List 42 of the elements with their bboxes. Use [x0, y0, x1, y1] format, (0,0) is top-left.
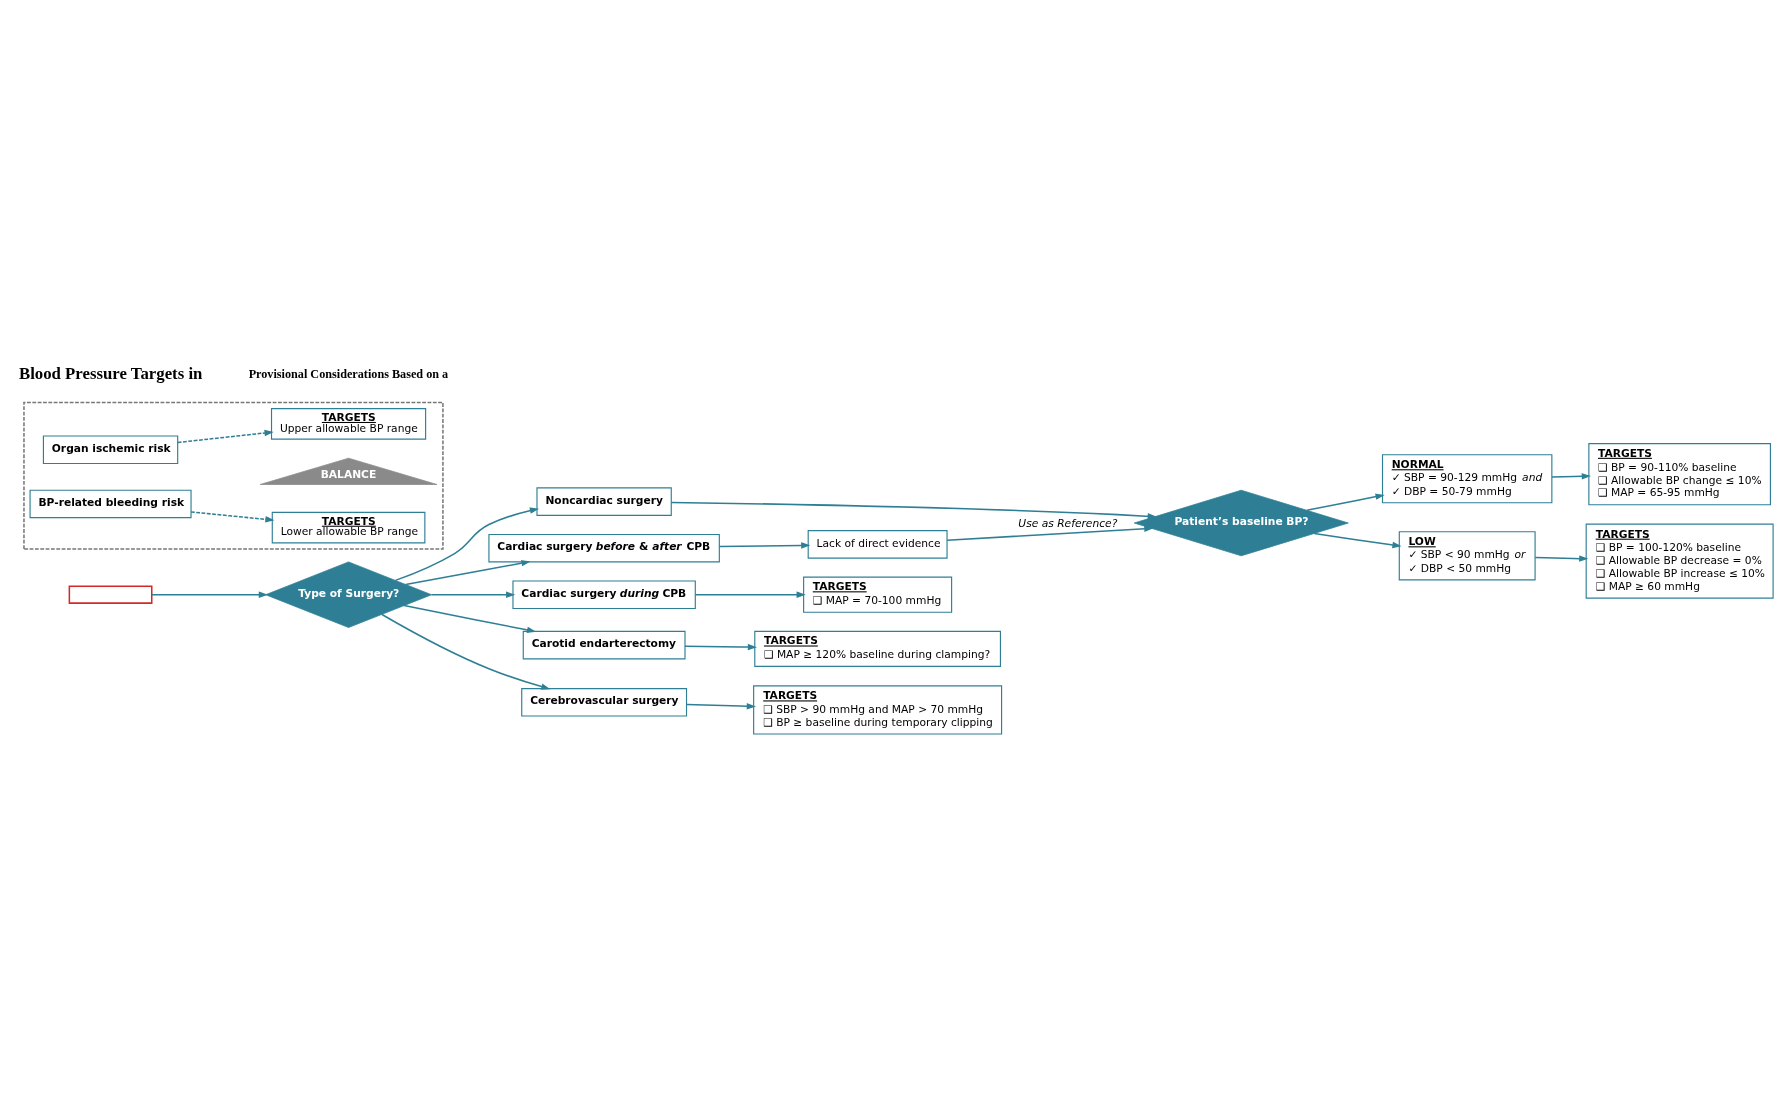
node-box: Noncardiac surgery [536, 486, 672, 516]
arrow [684, 643, 757, 650]
edge-label: Use as Reference? [1018, 516, 1118, 530]
arrow [686, 702, 756, 709]
arrow [694, 591, 806, 598]
node-box: TARGETS ❑ SBP > 90 mmHg and MAP > 70 mmHg ❑ BP ≥ baseline during temporary clipping [753, 684, 1003, 735]
node-box: LOW ✓ SBP < 90 mmHg or ✓ DBP < 50 mmHg [1398, 530, 1536, 580]
node-box: Lack of direct evidence [807, 529, 948, 559]
arrow [177, 429, 274, 443]
arrow [381, 613, 551, 690]
node-box: BP-related bleeding risk [29, 489, 192, 518]
cluster [23, 401, 444, 550]
node-box: Cerebrovascular surgery [521, 687, 688, 717]
node-box: TARGETS ❑ MAP = 70-100 mmHg [803, 576, 953, 613]
node-box: TARGETS ❑ MAP ≥ 120% baseline during clamping? [754, 630, 1001, 667]
node-box: Cardiac surgery during CPB [512, 579, 696, 609]
arrow [394, 506, 540, 581]
arrow [430, 591, 516, 598]
label: Blood Pressure Targets in [19, 363, 203, 383]
node-box: Organ ischemic risk [42, 435, 179, 464]
arrow [404, 559, 531, 585]
node-diamond: Type of Surgery? [265, 561, 432, 628]
node-box: TARGETS Upper allowable BP range [270, 407, 427, 440]
arrow [1313, 532, 1402, 548]
arrow [190, 510, 275, 523]
arrow [151, 591, 268, 598]
arrow [946, 525, 1154, 541]
arrow [670, 501, 1157, 519]
label: Provisional Considerations Based on a [248, 366, 449, 381]
arrow [718, 541, 811, 549]
arrow [403, 604, 537, 633]
node-box: Cardiac surgery before & after CPB [488, 533, 720, 562]
arrow [1534, 554, 1589, 562]
arrow [1306, 493, 1385, 511]
node-box [68, 585, 153, 604]
node-box: NORMAL ✓ SBP = 90-129 mmHg and ✓ DBP = 50-79 mmHg [1381, 453, 1553, 503]
node-box: Carotid endarterectomy [522, 630, 686, 659]
arrow [1551, 472, 1591, 479]
node-diamond: Patient’s baseline BP? [1133, 489, 1349, 556]
node-box: TARGETS Lower allowable BP range [271, 511, 426, 543]
node-box: TARGETS ❑ BP = 100-120% baseline ❑ Allowable BP decrease = 0% ❑ Allowable BP increase ≤ 10% ❑ MAP ≥ 60 mmHg [1585, 523, 1774, 599]
node-box: TARGETS ❑ BP = 90-110% baseline ❑ Allowable BP change ≤ 10% ❑ MAP = 65-95 mmHg [1588, 442, 1771, 505]
